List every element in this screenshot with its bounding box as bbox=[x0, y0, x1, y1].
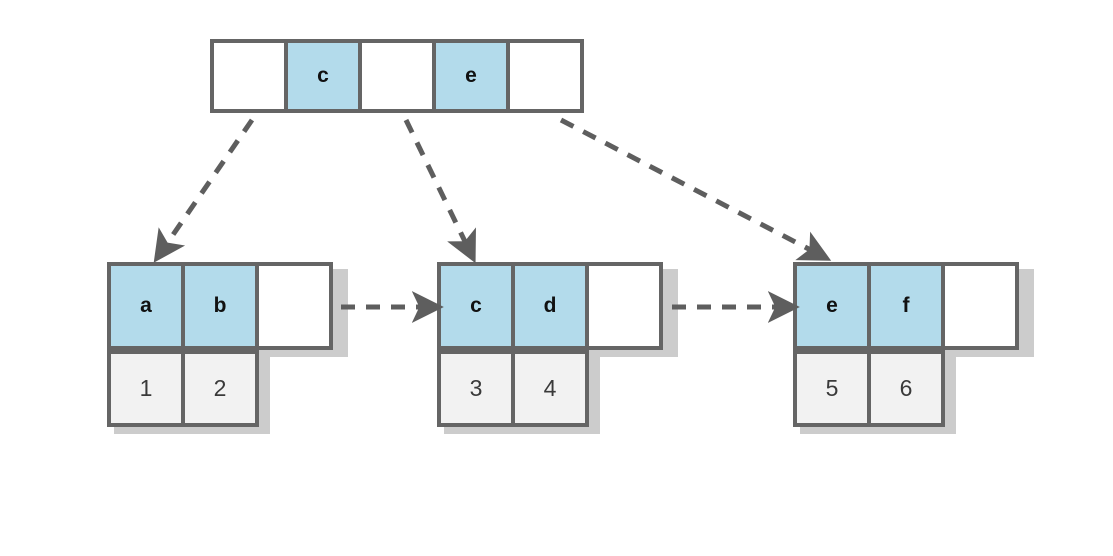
leaf-node-3: e f 5 6 bbox=[793, 262, 1034, 434]
leaf-1-key-b: b bbox=[181, 262, 259, 350]
leaf-3-key-e: e bbox=[793, 262, 871, 350]
leaf-3-value-row: 5 6 bbox=[793, 350, 945, 427]
leaf-node-1: a b 1 2 bbox=[107, 262, 348, 434]
leaf-1-key-row: a b bbox=[107, 262, 333, 350]
leaf-2-value-3: 3 bbox=[437, 350, 515, 427]
edge-root-to-leaf-2 bbox=[403, 118, 476, 264]
leaf-2-key-slot-empty bbox=[585, 262, 663, 350]
root-index-node: c e bbox=[210, 39, 607, 120]
leaf-2-value-4: 4 bbox=[511, 350, 589, 427]
leaf-1-key-slot-empty bbox=[255, 262, 333, 350]
root-cell-key-c: c bbox=[284, 39, 362, 113]
leaf-3-value-6: 6 bbox=[867, 350, 945, 427]
root-cell-pointer-0 bbox=[210, 39, 288, 113]
leaf-1-key-a: a bbox=[107, 262, 185, 350]
edge-root-to-leaf-1 bbox=[153, 118, 255, 263]
leaf-1-value-1: 1 bbox=[107, 350, 185, 427]
leaf-2-key-d: d bbox=[511, 262, 589, 350]
leaf-3-key-slot-empty bbox=[941, 262, 1019, 350]
root-cell-pointer-2 bbox=[506, 39, 584, 113]
leaf-1-value-row: 1 2 bbox=[107, 350, 259, 427]
root-cell-pointer-1 bbox=[358, 39, 436, 113]
leaf-2-key-row: c d bbox=[437, 262, 663, 350]
leaf-3-value-5: 5 bbox=[793, 350, 871, 427]
leaf-2-key-c: c bbox=[437, 262, 515, 350]
leaf-3-key-f: f bbox=[867, 262, 945, 350]
edge-root-to-leaf-3 bbox=[559, 117, 832, 261]
leaf-3-key-row: e f bbox=[793, 262, 1019, 350]
leaf-1-value-2: 2 bbox=[181, 350, 259, 427]
leaf-node-2: c d 3 4 bbox=[437, 262, 678, 434]
root-cell-key-e: e bbox=[432, 39, 510, 113]
leaf-2-value-row: 3 4 bbox=[437, 350, 589, 427]
